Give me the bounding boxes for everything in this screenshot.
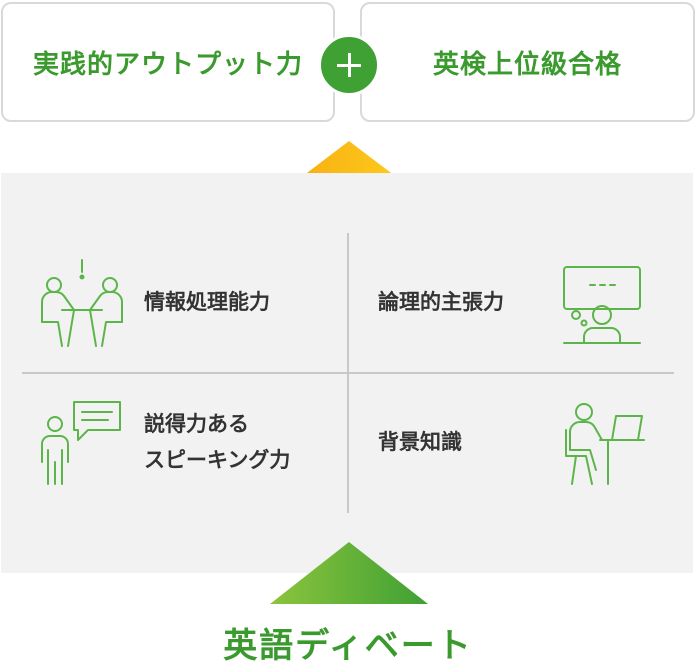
eiken-box: 英検上位級合格 [360, 2, 695, 122]
logical-argument-label: 論理的主張力 [378, 290, 504, 314]
presentation-icon [563, 266, 641, 344]
speaking-label-line1: 説得力ある [144, 412, 249, 436]
horizontal-divider [22, 372, 674, 374]
background-knowledge-label: 背景知識 [378, 430, 462, 454]
desk-computer-icon [565, 403, 645, 485]
english-debate-title: 英語ディベート [223, 626, 473, 666]
meeting-icon [41, 259, 123, 347]
up-arrow-bottom [270, 542, 428, 604]
speaking-label-line2: スピーキング力 [144, 448, 291, 472]
output-skill-label: 実践的アウトプット力 [32, 49, 303, 80]
plus-icon [318, 34, 380, 96]
output-skill-box: 実践的アウトプット力 [1, 2, 335, 122]
speech-bubble-icon [41, 401, 121, 485]
eiken-label: 英検上位級合格 [432, 49, 622, 80]
info-processing-label: 情報処理能力 [144, 290, 270, 314]
